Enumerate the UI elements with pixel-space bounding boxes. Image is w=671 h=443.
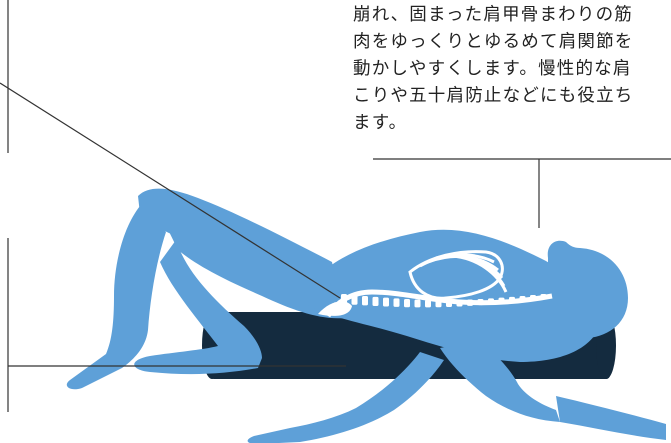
vertebra — [383, 298, 389, 307]
vertebra — [467, 299, 473, 305]
vertebra — [436, 300, 442, 307]
vertebra — [499, 298, 505, 304]
vertebra — [509, 297, 515, 302]
vertebra — [520, 296, 526, 301]
vertebra — [425, 300, 431, 308]
vertebra — [394, 298, 400, 307]
vertebra — [488, 298, 494, 304]
vertebra — [446, 300, 452, 307]
vertebra — [373, 297, 379, 306]
vertebra — [541, 294, 547, 298]
vertebra — [404, 299, 410, 307]
person-body — [67, 189, 666, 443]
vertebra — [415, 299, 421, 307]
vertebra — [362, 296, 368, 305]
vertebra — [457, 300, 463, 307]
vertebra — [478, 299, 484, 305]
vertebra — [352, 295, 358, 305]
vertebra — [530, 295, 536, 300]
